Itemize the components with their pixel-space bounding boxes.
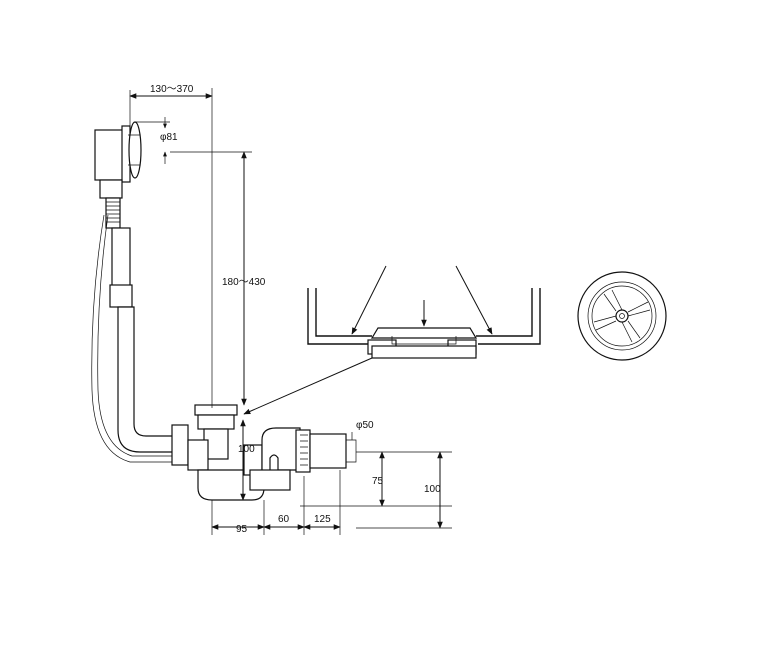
dim-spacing-60: 60 <box>278 514 290 525</box>
dim-overflow-reach: 130～370 <box>150 84 194 95</box>
dim-overflow-height: 180～430 <box>222 277 266 288</box>
dim-outlet-height-100: 100 <box>424 484 441 495</box>
overflow-head <box>94 121 142 199</box>
dim-outlet-height-75: 75 <box>372 476 384 487</box>
dim-overflow-diameter: φ81 <box>160 132 178 143</box>
dimension-lines <box>129 88 452 535</box>
tub-section-detail <box>243 265 541 415</box>
dim-spacing-95: 95 <box>236 524 248 535</box>
overflow-pipe <box>91 197 179 463</box>
dim-spacing-125: 125 <box>314 514 331 525</box>
drain-trap <box>171 404 357 501</box>
dim-outlet-diameter: φ50 <box>356 420 374 431</box>
strainer-top-view <box>577 271 667 361</box>
dim-drain-height: 100 <box>238 444 255 455</box>
